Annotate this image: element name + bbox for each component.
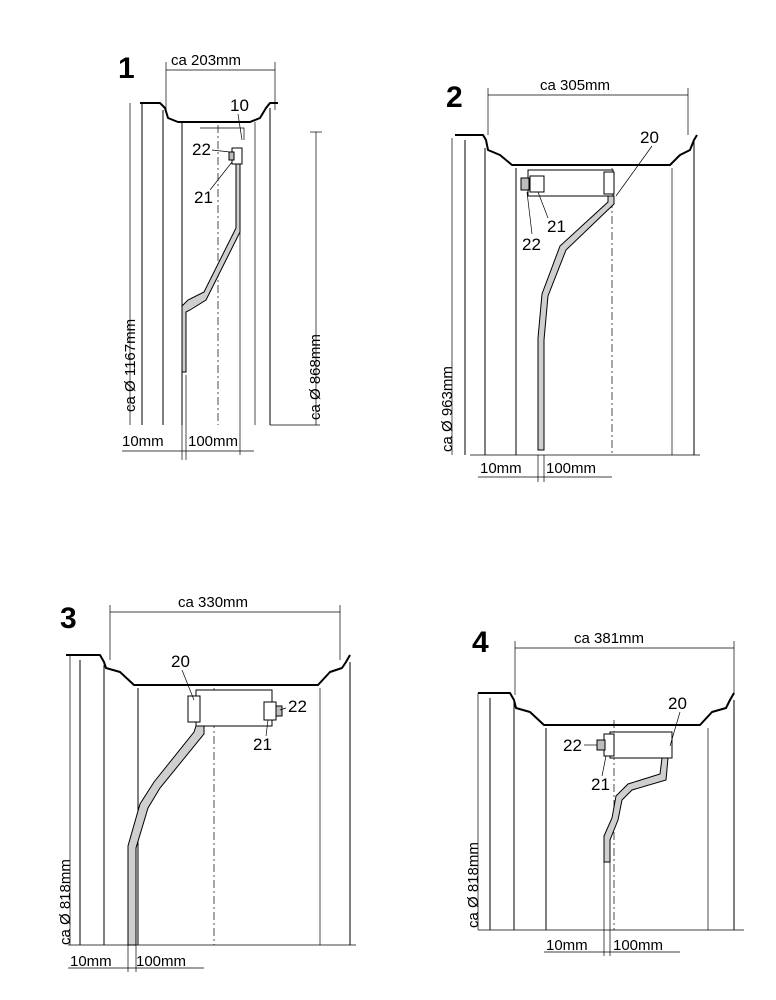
panel-2-rim: [455, 134, 698, 166]
panel-4-disc: [603, 757, 669, 863]
panel-2-width-label: ca 305mm: [540, 77, 610, 94]
panel-2-callout-20: 20: [640, 128, 659, 147]
panel-4-rim: [478, 692, 735, 726]
panel-1-dia2-label: ca Ø 868mm: [307, 334, 324, 420]
panel-2: 2 ca 305mm ca Ø 963mm 10mm 100mm 20 21 2…: [439, 77, 700, 482]
panel-1-offset-b: 100mm: [188, 433, 238, 450]
panel-1-dia-label: ca Ø 1167mm: [122, 319, 139, 412]
panel-4-callout-22: 22: [563, 736, 582, 755]
panel-3-number: 3: [60, 602, 77, 635]
panel-2-offset-a: 10mm: [480, 460, 522, 477]
panel-4-offset-a: 10mm: [546, 937, 588, 954]
panel-1-disc: [181, 147, 241, 373]
panel-1-number: 1: [118, 52, 135, 85]
panel-4-offset-b: 100mm: [613, 937, 663, 954]
panel-1-callout-22: 22: [192, 140, 211, 159]
panel-3-offset-b: 100mm: [136, 953, 186, 970]
panel-1-callout-21: 21: [194, 188, 213, 207]
panel-3-width-label: ca 330mm: [178, 594, 248, 611]
panel-3-callout-20: 20: [171, 652, 190, 671]
panel-1-offset-a: 10mm: [122, 433, 164, 450]
panel-3-dia-label: ca Ø 818mm: [57, 859, 74, 945]
panel-2-dia-label: ca Ø 963mm: [439, 366, 456, 452]
panel-4-number: 4: [472, 626, 489, 659]
panel-3-offset-a: 10mm: [70, 953, 112, 970]
panel-3-rim: [66, 654, 351, 686]
panel-3-callout-22: 22: [288, 697, 307, 716]
panel-2-callout-22: 22: [522, 235, 541, 254]
panel-2-disc: [537, 195, 615, 451]
panel-4-callout-20: 20: [668, 694, 687, 713]
panel-3: 3 ca 330mm ca Ø 818mm 10mm 100mm 20 22 2…: [57, 594, 356, 972]
panel-4-dia-label: ca Ø 818mm: [465, 842, 482, 928]
panel-3-callout-21: 21: [253, 735, 272, 754]
panel-1-callout-10: 10: [230, 96, 249, 115]
panel-2-number: 2: [446, 81, 463, 114]
panel-1-rim: [140, 102, 278, 123]
panel-2-callout-21: 21: [547, 217, 566, 236]
panel-4-callout-21: 21: [591, 775, 610, 794]
panel-3-disc: [127, 725, 205, 946]
panel-1: 1 ca 203mm ca Ø 1167mm ca Ø 868mm 10mm: [118, 52, 324, 460]
panel-4: 4 ca 381mm ca Ø 818mm 10mm 100mm 20 22 2…: [465, 626, 744, 956]
panel-1-width-label: ca 203mm: [171, 52, 241, 69]
panel-4-width-label: ca 381mm: [574, 630, 644, 647]
panel-2-offset-b: 100mm: [546, 460, 596, 477]
